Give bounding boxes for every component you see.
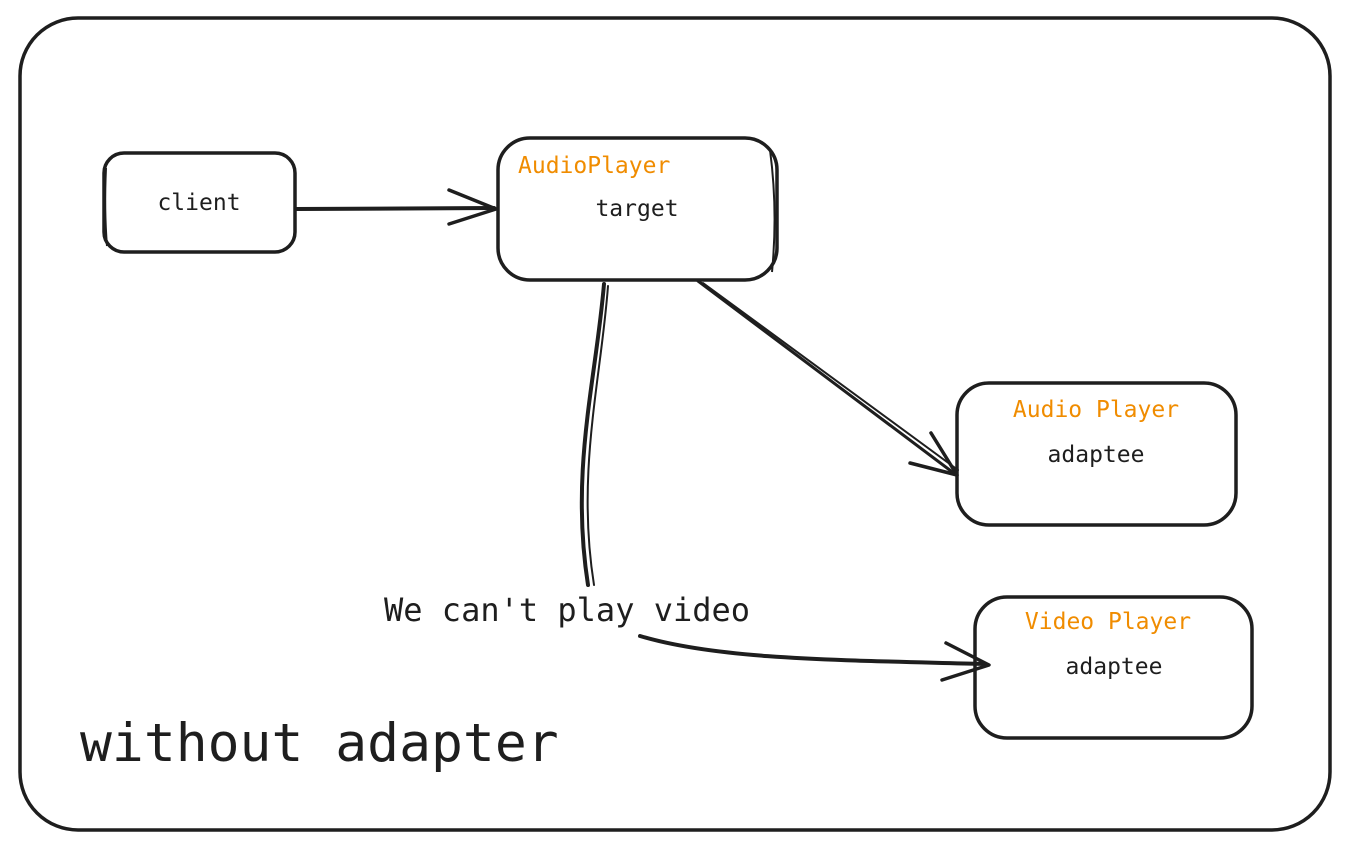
video-adaptee-role: adaptee — [1066, 654, 1163, 680]
connector-target-to-label — [579, 282, 609, 587]
arrow-target-to-audio-adaptee — [696, 279, 959, 477]
cannot-play-video-label: We can't play video — [384, 591, 750, 629]
video-adaptee-box — [973, 595, 1254, 740]
client-node[interactable]: client — [102, 151, 297, 254]
audio-adaptee-node[interactable]: Audio Player adaptee — [955, 381, 1238, 527]
frame-title: without adapter — [80, 713, 559, 774]
arrow-label-to-video-adaptee — [638, 634, 991, 682]
outer-frame — [18, 16, 1332, 832]
audio-adaptee-role: adaptee — [1048, 442, 1145, 468]
client-box — [102, 151, 297, 254]
target-box-sketch-stroke — [769, 149, 776, 273]
client-box-sketch-stroke — [104, 167, 108, 247]
target-title: AudioPlayer — [518, 153, 670, 179]
target-box — [496, 136, 779, 282]
target-role: target — [595, 196, 678, 222]
target-node[interactable]: AudioPlayer target — [496, 136, 779, 282]
audio-adaptee-title: Audio Player — [1013, 397, 1179, 423]
video-adaptee-node[interactable]: Video Player adaptee — [973, 595, 1254, 740]
audio-adaptee-box — [955, 381, 1238, 527]
client-label: client — [157, 190, 240, 216]
arrow-client-to-target — [294, 188, 498, 226]
video-adaptee-title: Video Player — [1025, 609, 1191, 635]
